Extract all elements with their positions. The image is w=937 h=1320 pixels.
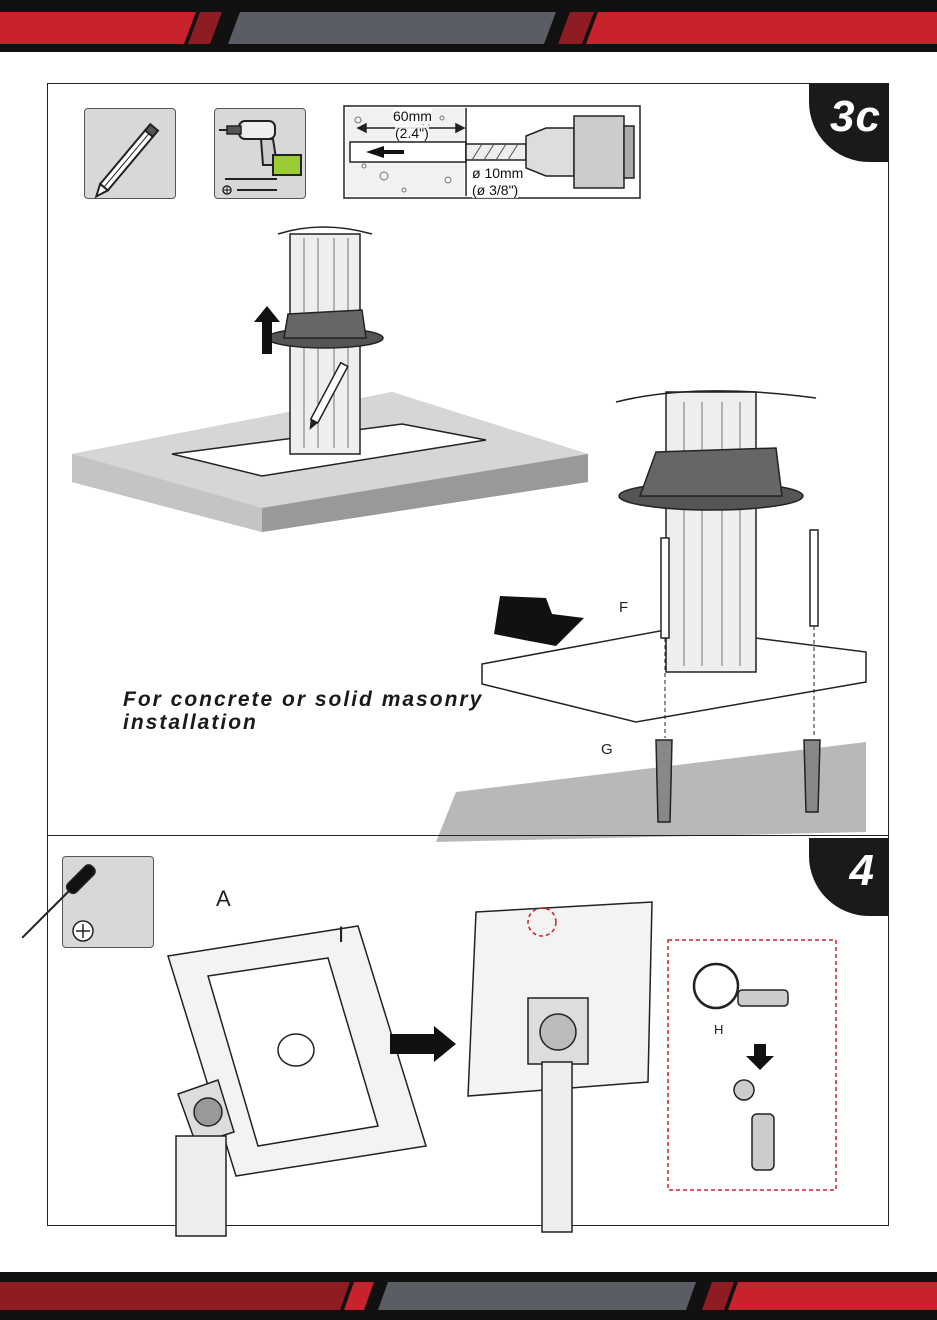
part-f-label: F xyxy=(619,599,628,616)
screwdriver-tool-box xyxy=(62,856,154,948)
footer-band xyxy=(0,1272,937,1320)
drill-tool-box xyxy=(214,108,306,199)
drill-diameter-mm: ø 10mm xyxy=(472,165,523,181)
lock-detail-box xyxy=(668,940,838,1190)
step-3c-badge: 3c xyxy=(809,84,889,162)
step-4-panel: 4 A I H xyxy=(47,835,889,1226)
step-3c-number: 3c xyxy=(830,92,881,142)
step-3c-panel: 3c xyxy=(47,83,889,835)
drill-depth-mm: 60mm xyxy=(393,108,432,124)
part-g-label: G xyxy=(601,741,613,758)
stand-back-illustration xyxy=(468,902,668,1202)
part-i-label: I xyxy=(338,922,344,948)
anchoring-illustration xyxy=(436,402,856,832)
phillips-screwdriver-icon xyxy=(63,857,155,949)
step-4-badge: 4 xyxy=(809,838,889,916)
header-band xyxy=(0,0,937,52)
part-h-label: H xyxy=(714,1022,723,1037)
direction-arrow-icon xyxy=(390,1026,460,1066)
power-drill-icon xyxy=(215,109,307,200)
pencil-tool-box xyxy=(84,108,176,199)
drill-depth-in: (2.4") xyxy=(395,125,429,141)
enclosure-assembly-illustration xyxy=(158,926,438,1226)
part-a-label: A xyxy=(216,886,231,912)
installation-caption: For concrete or solid masonry installati… xyxy=(123,688,483,734)
drill-diameter-in: (ø 3/8") xyxy=(472,182,518,198)
caption-line-1: For concrete or solid masonry xyxy=(123,688,483,711)
arrow-right-icon xyxy=(393,942,433,962)
pencil-icon xyxy=(85,109,177,200)
step-4-number: 4 xyxy=(850,846,875,896)
caption-line-2: installation xyxy=(123,711,483,734)
